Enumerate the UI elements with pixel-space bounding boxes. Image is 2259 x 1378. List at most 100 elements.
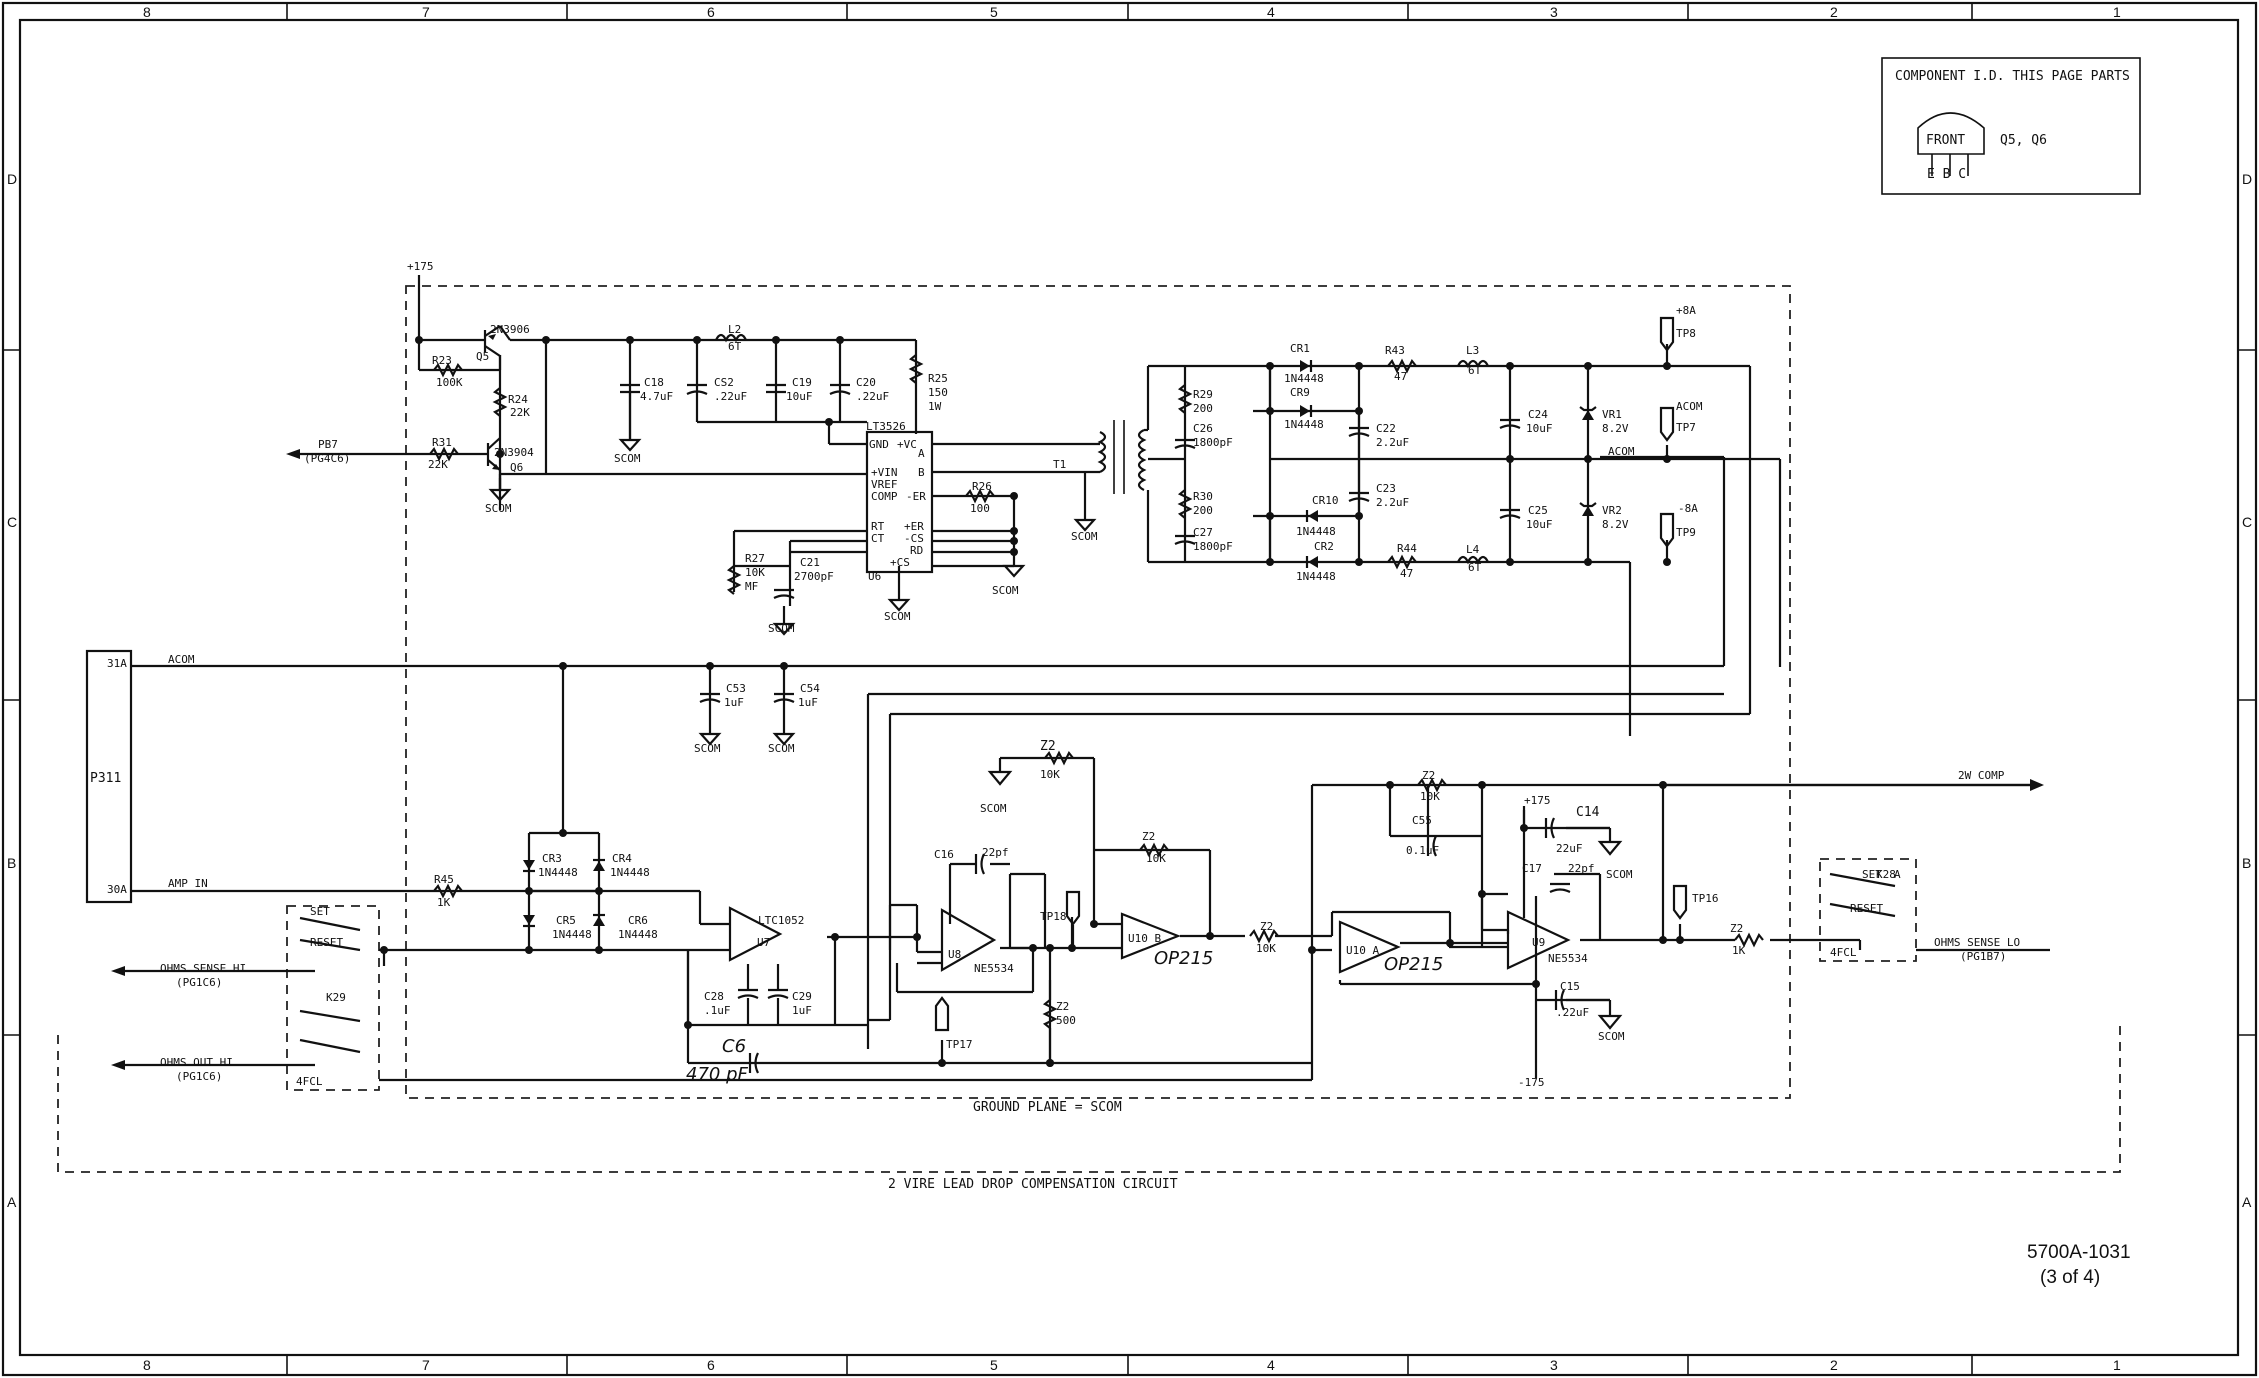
label-scom-c15: SCOM (1598, 1030, 1625, 1043)
cap-c26 (1174, 438, 1196, 449)
label-scom-u6: SCOM (884, 610, 911, 623)
inductor-l3 (1457, 359, 1489, 369)
cap-c25 (1499, 508, 1521, 519)
label-tp16: TP16 (1692, 892, 1719, 905)
ground-icon (772, 732, 796, 746)
label-l2-value: 6T (728, 340, 742, 353)
label-scom-t1: SCOM (1071, 530, 1098, 543)
cap-c16 (974, 853, 985, 875)
grid-col-bottom-8: 1 (2113, 1357, 2121, 1373)
label-vr1-value: 8.2V (1602, 422, 1629, 435)
label-r25-power: 1W (928, 400, 942, 413)
cap-c21 (773, 588, 795, 599)
ground-icon (1002, 564, 1026, 578)
label-cr9-part: 1N4448 (1284, 418, 1324, 431)
inductors (715, 333, 1489, 565)
resistor-z2-10-9 (1249, 928, 1279, 944)
grid-row-labels: D C B A D C B A (7, 171, 2252, 1210)
label-u6-a: A (918, 447, 925, 460)
cap-c20 (829, 383, 851, 395)
label-u9-part: NE5534 (1548, 952, 1588, 965)
label-amp-in: AMP IN (168, 877, 208, 890)
grid-col-bottom-7: 2 (1830, 1357, 1838, 1373)
label-scom-r26: SCOM (992, 584, 1019, 597)
label-r26: R26 (972, 480, 992, 493)
label-c22: C22 (1376, 422, 1396, 435)
label-u6-b: B (918, 466, 925, 479)
package-label: FRONT (1926, 133, 1965, 148)
label-c55: C55 (1412, 814, 1432, 827)
grid-col-top-4: 5 (990, 4, 998, 20)
label-u6-rt: RT (871, 520, 885, 533)
label-z2-out-value: 1K (1732, 944, 1746, 957)
label-u6-vref: VREF (871, 478, 898, 491)
transistors (483, 325, 511, 490)
label-cr3: CR3 (542, 852, 562, 865)
resistor-z2-9-8 (1417, 777, 1447, 793)
label-r45-value: 1K (437, 896, 451, 909)
label-k29: K29 (326, 991, 346, 1004)
transistor-q5 (483, 325, 511, 357)
label-t1: T1 (1053, 458, 1066, 471)
label-c28-value: .1uF (704, 1004, 731, 1017)
cap-c6 (748, 1052, 759, 1074)
label-r30-value: 200 (1193, 504, 1213, 517)
label-c29: C29 (792, 990, 812, 1003)
opamp-u9 (1506, 910, 1571, 970)
label-c55-value: 0.1uF (1406, 844, 1439, 857)
label-c19-value: 10uF (786, 390, 813, 403)
label-z2-top: Z2 (1040, 739, 1056, 754)
label-l4: L4 (1466, 543, 1480, 556)
label-r43-value: 47 (1394, 370, 1407, 383)
label-cs2: CS2 (714, 376, 734, 389)
cap-c15 (1554, 989, 1565, 1011)
label-l3: L3 (1466, 344, 1479, 357)
label-r23: R23 (432, 354, 452, 367)
label-r44: R44 (1397, 542, 1417, 555)
transformer-t1 (1097, 420, 1147, 494)
label-z2-fb-value: 10K (1146, 852, 1166, 865)
label-c23-value: 2.2uF (1376, 496, 1409, 509)
label-r44-value: 47 (1400, 567, 1413, 580)
label-ohms-sense-hi-ref: (PG1C6) (176, 976, 222, 989)
cap-c23 (1348, 491, 1370, 502)
capacitors (620, 383, 1571, 1074)
label-z2-mid: Z2 (1260, 920, 1273, 933)
label-u6-ref: U6 (868, 570, 881, 583)
relay-contacts (299, 872, 1896, 1054)
label-neg8a: -8A (1678, 502, 1698, 515)
ground-plane-boundary (405, 285, 1791, 1099)
label-c25-value: 10uF (1526, 518, 1553, 531)
test-point-tp16 (1672, 884, 1688, 920)
grid-col-bottom-1: 8 (143, 1357, 151, 1373)
grid-col-top-1: 8 (143, 4, 151, 20)
label-z2-top2: Z2 (1422, 769, 1435, 782)
label-q5-part: 2N3906 (490, 323, 530, 336)
connector-p311: P311 31A 30A (85, 649, 133, 904)
diode-cr9 (1300, 405, 1313, 417)
grid-row-right-a: A (2242, 1194, 2252, 1210)
label-c18-value: 4.7uF (640, 390, 673, 403)
cap-c19 (766, 383, 786, 394)
cap-c24 (1499, 418, 1521, 429)
label-ohms-sense-lo: OHMS SENSE LO (1934, 936, 2020, 949)
label-cr1: CR1 (1290, 342, 1310, 355)
label-c24: C24 (1528, 408, 1548, 421)
diode-cr10 (1305, 510, 1318, 522)
label-q5-ref: Q5 (476, 350, 489, 363)
label-ohms-out-hi: OHMS OUT HI (160, 1056, 233, 1069)
label-c6: C6 (722, 1036, 746, 1057)
label-v-pos175: +175 (407, 260, 434, 273)
cap-c18 (620, 383, 640, 440)
relay-k29-box (286, 905, 380, 1091)
label-ohms-out-hi-ref: (PG1C6) (176, 1070, 222, 1083)
grid-row-right-c: C (2242, 514, 2252, 530)
diode-cr1 (1300, 360, 1313, 372)
label-2w-comp: 2W COMP (1958, 769, 2005, 782)
resistors (429, 354, 1764, 1063)
label-c18: C18 (644, 376, 664, 389)
label-r26-value: 100 (970, 502, 990, 515)
label-tp8: TP8 (1676, 327, 1696, 340)
resistor-z2-500 (1042, 999, 1058, 1029)
